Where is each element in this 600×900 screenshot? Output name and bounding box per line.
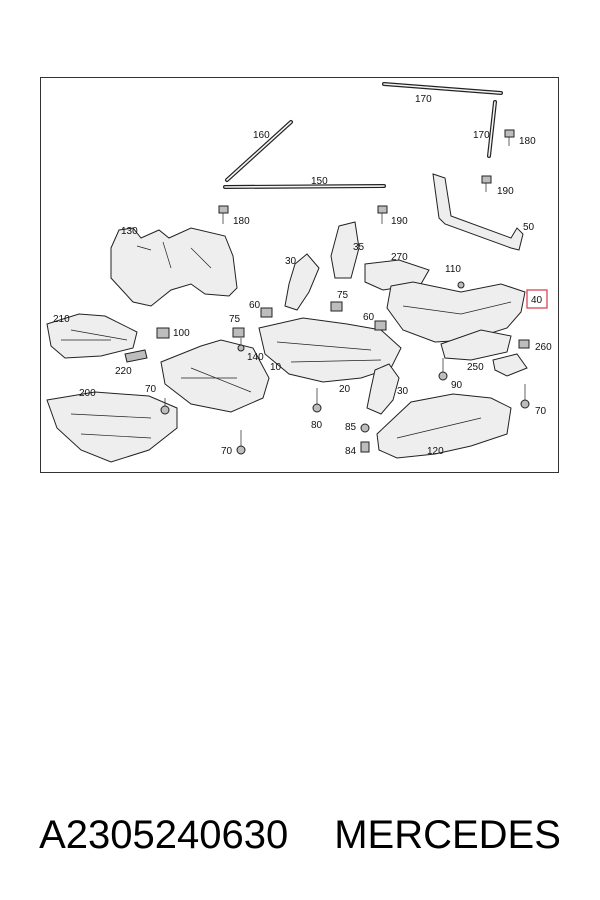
callout-30-left: 30 (285, 256, 297, 267)
bracket-250 (492, 353, 528, 377)
callout-250: 250 (467, 362, 484, 373)
bolt-190-center (377, 205, 388, 224)
callout-80: 80 (311, 420, 323, 431)
bolt-180-top-right (504, 129, 515, 146)
lower-shield-200 (46, 391, 178, 463)
callout-140: 140 (247, 352, 264, 363)
callout-35: 35 (353, 242, 365, 253)
bolt-70-bottom (236, 430, 246, 455)
rod-150 (223, 184, 386, 189)
callout-70-left: 70 (145, 384, 157, 395)
callout-10: 10 (270, 362, 282, 373)
caption: A2305240630 MERCEDES (0, 800, 600, 870)
callout-70-right: 70 (535, 406, 547, 417)
callout-180-left: 180 (233, 216, 250, 227)
callout-100: 100 (173, 328, 190, 339)
bolt-84 (360, 441, 370, 453)
splash-shield-40 (386, 281, 526, 343)
callout-85: 85 (345, 422, 357, 433)
callout-75-left: 75 (229, 314, 241, 325)
callout-150: 150 (311, 176, 328, 187)
callout-110: 110 (445, 264, 461, 275)
rod-170-top (382, 82, 503, 95)
callout-20: 20 (339, 384, 351, 395)
clip-60-right (374, 320, 387, 331)
part-number: A2305240630 (39, 812, 289, 857)
callout-130: 130 (121, 226, 138, 237)
parts-diagram: 170 170 180 160 150 190 180 190 50 130 3… (46, 82, 552, 463)
engine-cover-10 (160, 339, 270, 413)
callout-210: 210 (53, 314, 70, 325)
rod-170-vertical (487, 100, 497, 158)
bracket-50 (432, 173, 524, 251)
clip-60-left (260, 307, 273, 318)
bolt-180-left (218, 205, 229, 224)
bolt-190-right (481, 175, 492, 192)
callout-170-top: 170 (415, 94, 432, 105)
clip-260 (518, 339, 530, 349)
callout-180-top-right: 180 (519, 136, 536, 147)
callout-40: 40 (531, 295, 543, 306)
trim-strip-220 (124, 349, 148, 363)
air-duct-30-left (284, 253, 320, 311)
callout-30-right: 30 (397, 386, 409, 397)
callout-70-bottom: 70 (221, 446, 233, 457)
callout-60-left: 60 (249, 300, 261, 311)
air-duct-30-right (366, 363, 400, 415)
callout-50: 50 (523, 222, 535, 233)
callout-40-highlight-box (526, 289, 548, 309)
rod-160 (225, 120, 293, 182)
callout-260: 260 (535, 342, 552, 353)
callout-160: 160 (253, 130, 270, 141)
parts-diagram-frame: 170 170 180 160 150 190 180 190 50 130 3… (40, 77, 559, 473)
side-shield-120 (376, 393, 512, 459)
callout-120: 120 (427, 446, 444, 457)
brand-name: MERCEDES (334, 812, 561, 857)
bolt-70-right (520, 384, 530, 409)
callout-170-right: 170 (473, 130, 490, 141)
callout-220: 220 (115, 366, 132, 377)
callout-75-center: 75 (337, 290, 349, 301)
wheel-arch-liner-130 (110, 227, 238, 307)
callout-200: 200 (79, 388, 96, 399)
callout-190-right: 190 (497, 186, 514, 197)
callout-270: 270 (391, 252, 408, 263)
bolt-90 (438, 358, 448, 381)
bolt-85 (360, 423, 370, 433)
callout-60-right: 60 (363, 312, 375, 323)
air-duct-35 (330, 221, 360, 279)
callout-90: 90 (451, 380, 463, 391)
front-panel-210 (46, 313, 138, 359)
underbody-panel-260 (440, 329, 512, 361)
bolt-80 (312, 388, 322, 413)
callout-84: 84 (345, 446, 357, 457)
bolt-110 (457, 281, 465, 289)
screw-140 (237, 338, 245, 352)
clip-75-center (330, 301, 343, 312)
clip-100 (156, 327, 170, 339)
clip-75-left (232, 327, 245, 338)
callout-190-center: 190 (391, 216, 408, 227)
bolt-70-left (160, 398, 170, 415)
